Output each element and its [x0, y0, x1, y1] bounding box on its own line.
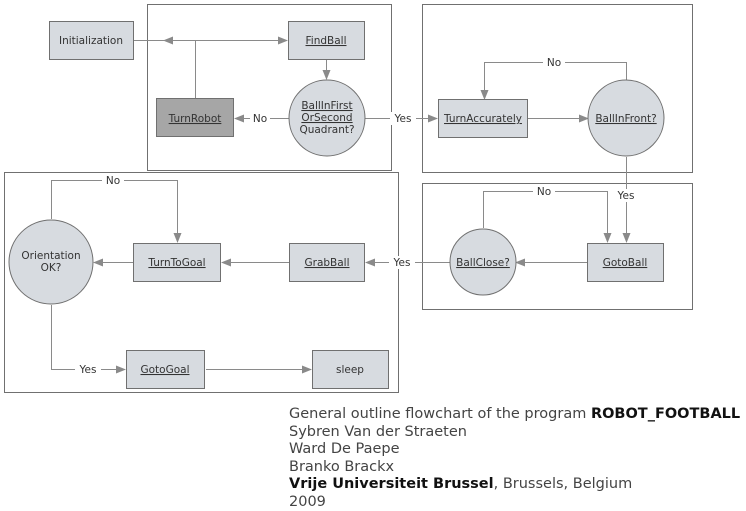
caption-university: Vrije Universiteit Brussel	[289, 476, 494, 492]
caption-location: , Brussels, Belgium	[493, 476, 633, 492]
node-turnaccurately[interactable]	[438, 99, 528, 138]
node-orientation-label-1: Orientation	[21, 250, 80, 262]
group-frame-find	[147, 4, 392, 171]
label-yes-gotogoal: Yes	[79, 364, 97, 376]
node-findball[interactable]	[288, 21, 365, 60]
node-turntogoal-label: TurnToGoal	[147, 257, 205, 269]
node-ballinfront-label: BallInFront?	[595, 113, 656, 125]
node-initialization[interactable]	[49, 21, 134, 60]
caption: General outline flowchart of the program…	[289, 406, 740, 511]
group-frame-goto	[422, 183, 693, 310]
node-turnrobot-label: TurnRobot	[168, 113, 222, 125]
edge-orientation-yes	[51, 305, 126, 374]
node-ballclose-label: BallClose?	[456, 257, 510, 269]
label-no-turnrobot: No	[253, 113, 267, 125]
node-orientation-label-2: OK?	[41, 262, 62, 274]
node-findball-label: FindBall	[306, 35, 347, 47]
node-sleep[interactable]	[312, 350, 389, 389]
node-gotogoal-label: GotoGoal	[140, 364, 189, 376]
node-orientation-decision[interactable]	[8, 219, 94, 305]
node-ballinfirst-label-3: Quadrant?	[299, 124, 354, 136]
node-turntogoal[interactable]	[133, 243, 221, 282]
label-yes-gotoball: Yes	[617, 190, 635, 202]
node-grabball[interactable]	[289, 243, 365, 282]
caption-program-name: ROBOT_FOOTBALL	[590, 406, 741, 422]
group-frame-turn	[422, 4, 693, 173]
label-no-ballclose: No	[537, 186, 551, 198]
node-turnaccurately-label: TurnAccurately	[443, 113, 522, 125]
node-turnrobot[interactable]	[156, 98, 234, 137]
label-yes-turnaccurately: Yes	[394, 113, 412, 125]
caption-title-prefix: General outline flowchart of the program	[289, 406, 591, 422]
caption-author-2: Ward De Paepe	[289, 441, 400, 457]
caption-year: 2009	[289, 493, 326, 510]
node-gotoball[interactable]	[587, 243, 664, 282]
node-ballinfirst-label-1: BallInFirst	[301, 100, 352, 112]
node-ballclose-decision[interactable]	[449, 228, 517, 296]
node-sleep-label: sleep	[336, 364, 364, 376]
node-ballinfirst-label-2: OrSecond	[301, 112, 352, 124]
label-no-ballinfront: No	[547, 57, 561, 69]
node-ballinfirst-decision[interactable]	[288, 79, 366, 157]
caption-author-1: Sybren Van der Straeten	[289, 423, 467, 440]
caption-line-title: General outline flowchart of the program…	[289, 406, 740, 424]
caption-institution-line: Vrije Universiteit Brussel, Brussels, Be…	[289, 476, 740, 494]
edge-ballclose-no	[483, 191, 612, 243]
label-yes-grabball: Yes	[393, 257, 411, 269]
node-gotogoal[interactable]	[126, 350, 205, 389]
node-gotoball-label: GotoBall	[603, 257, 648, 269]
label-no-orientation: No	[106, 175, 120, 187]
node-ballinfront-decision[interactable]	[587, 79, 665, 157]
node-grabball-label: GrabBall	[304, 257, 349, 269]
node-initialization-label: Initialization	[59, 35, 123, 47]
group-frame-goal	[4, 172, 399, 393]
caption-author-3: Branko Brackx	[289, 458, 395, 475]
